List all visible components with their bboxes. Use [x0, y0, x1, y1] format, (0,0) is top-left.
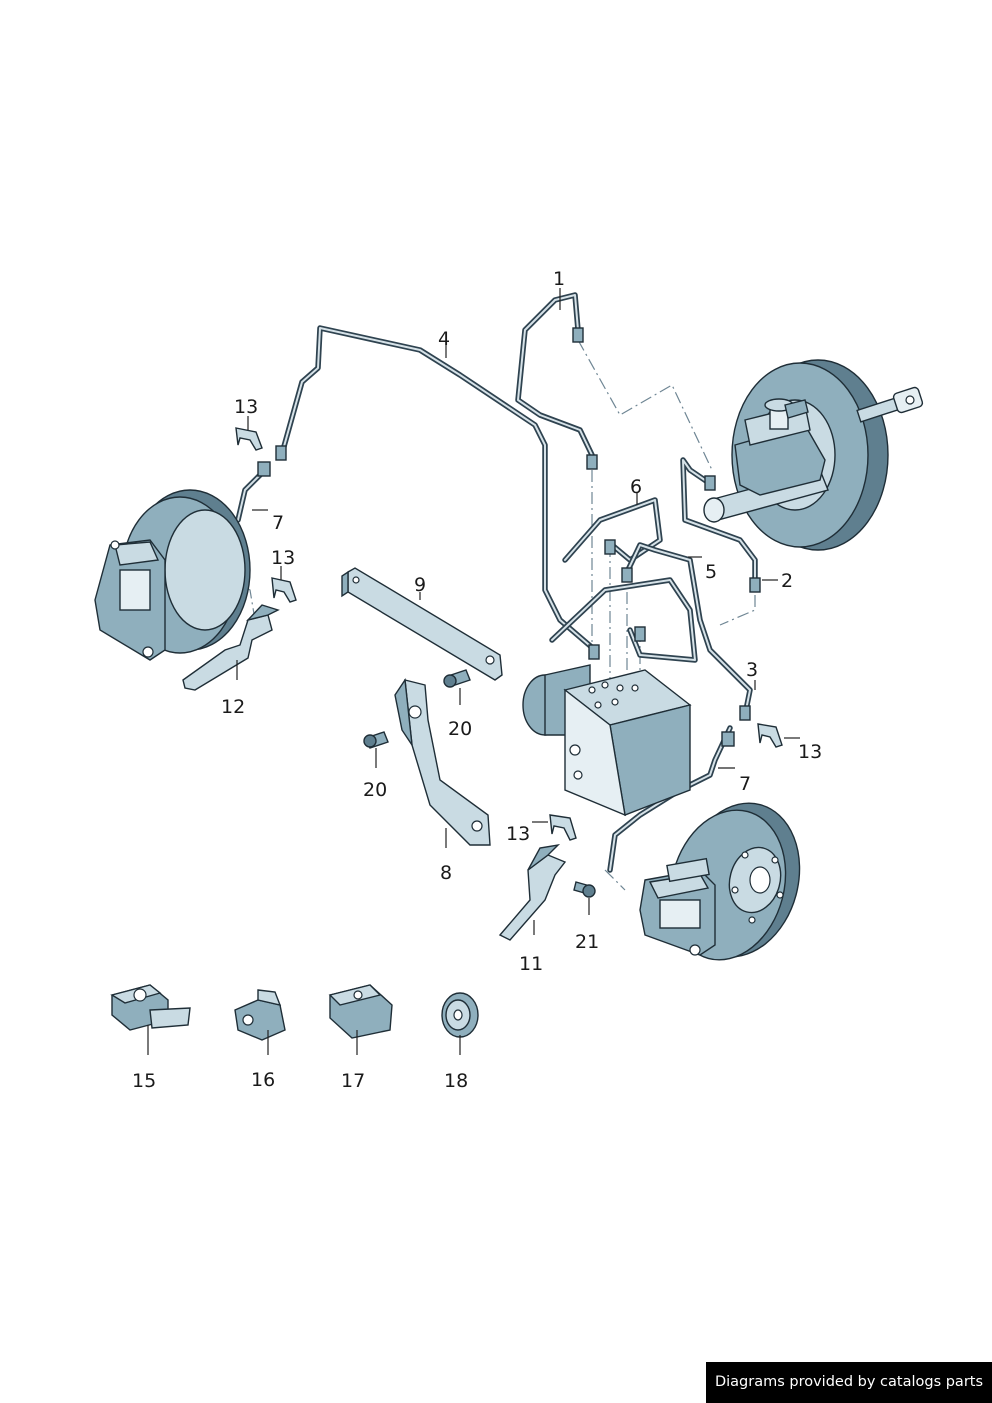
callout-8: 8 — [440, 862, 453, 884]
callout-7-right: 7 — [739, 773, 752, 795]
abs-control-unit — [522, 664, 692, 817]
callout-13-bottom: 13 — [506, 823, 531, 845]
bolts — [363, 669, 596, 898]
master-cylinder — [703, 398, 829, 523]
leader-lines — [147, 288, 800, 1055]
callout-13-top-left: 13 — [234, 396, 259, 418]
left-brake-caliper — [94, 539, 166, 661]
credit-banner: Diagrams provided by catalogs parts — [706, 1362, 992, 1403]
part-18-grommet — [441, 992, 479, 1038]
callout-5: 5 — [705, 561, 718, 583]
callout-3: 3 — [746, 659, 759, 681]
clips-13 — [235, 427, 783, 841]
right-brake-disc — [669, 802, 801, 961]
callout-18: 18 — [444, 1070, 469, 1092]
callout-16: 16 — [251, 1069, 276, 1091]
pipe-fittings — [257, 327, 761, 747]
right-brake-caliper — [639, 857, 716, 956]
callout-20-upper: 20 — [448, 718, 473, 740]
callout-12: 12 — [221, 696, 246, 718]
callout-21: 21 — [575, 931, 600, 953]
callout-11: 11 — [519, 953, 544, 975]
callout-1: 1 — [553, 268, 566, 290]
callout-13-right: 13 — [798, 741, 823, 763]
callout-7-left: 7 — [272, 512, 285, 534]
bracket-12 — [182, 604, 280, 691]
callout-4: 4 — [438, 328, 451, 350]
bracket-11 — [498, 843, 567, 941]
callout-20-lower: 20 — [363, 779, 388, 801]
callout-6: 6 — [630, 476, 643, 498]
callout-2: 2 — [781, 570, 794, 592]
left-brake-disc — [121, 489, 251, 654]
callout-13-mid-left: 13 — [271, 547, 296, 569]
callout-15: 15 — [132, 1070, 157, 1092]
part-15-holder — [110, 984, 191, 1031]
bracket-8 — [394, 678, 491, 846]
part-17-holder — [328, 984, 393, 1039]
bracket-9 — [341, 567, 503, 681]
part-16-holder — [234, 989, 286, 1041]
callout-17: 17 — [341, 1070, 366, 1092]
callout-9: 9 — [414, 574, 427, 596]
